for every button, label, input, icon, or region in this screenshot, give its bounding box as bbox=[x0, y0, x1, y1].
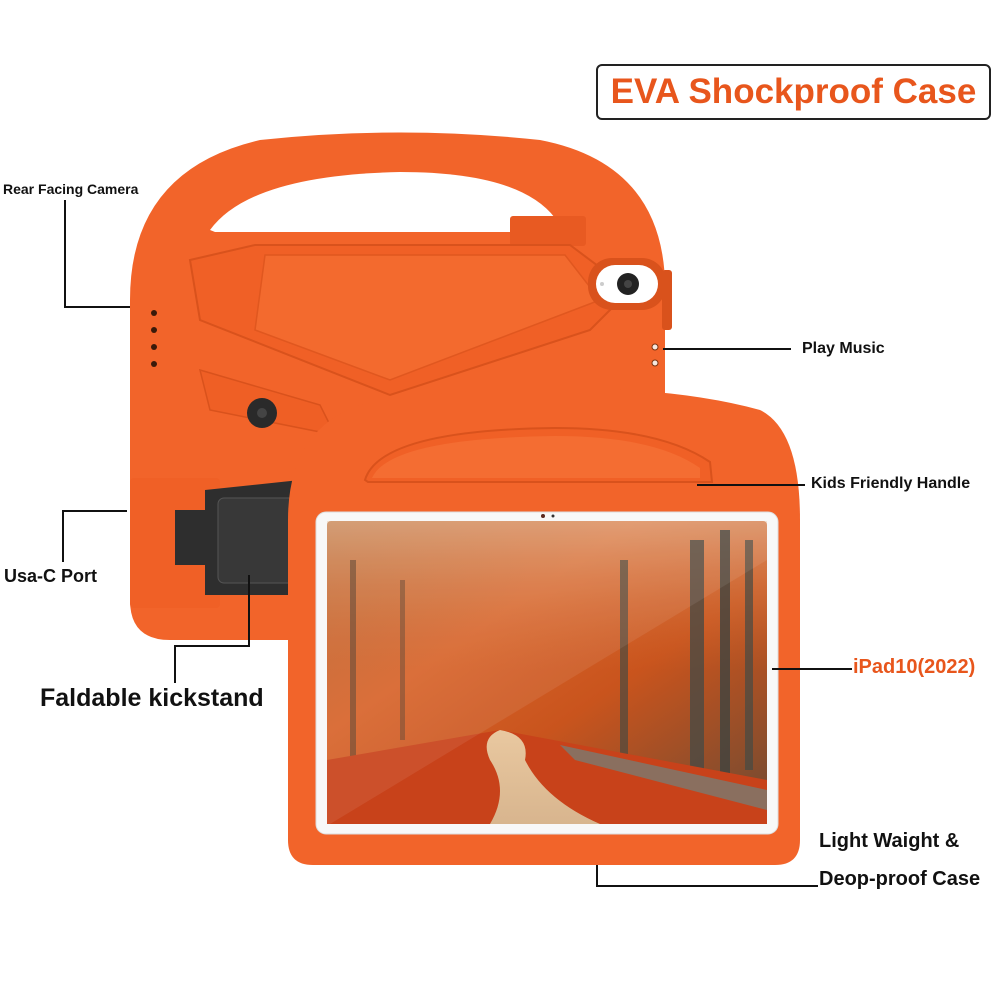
tablet-screen bbox=[327, 521, 767, 824]
callout-line-rear-camera-h bbox=[64, 306, 130, 308]
callout-line-light-weight-v bbox=[596, 865, 598, 887]
callout-line-kickstand-v2 bbox=[174, 645, 176, 683]
callout-line-usb-v bbox=[62, 510, 64, 562]
kickstand-knob bbox=[247, 398, 277, 428]
callout-line-play-music bbox=[663, 348, 791, 350]
case-front-view-with-tablet bbox=[288, 388, 800, 865]
callout-line-kickstand-v1 bbox=[248, 575, 250, 647]
callout-rear-camera: Rear Facing Camera bbox=[3, 181, 139, 197]
callout-kickstand: Faldable kickstand bbox=[40, 684, 264, 712]
callout-light-weight-line2: Deop-proof Case bbox=[819, 868, 981, 890]
callout-line-rear-camera-v bbox=[64, 200, 66, 308]
title-banner: EVA Shockproof Case bbox=[596, 64, 991, 120]
callout-line-kickstand-h bbox=[174, 645, 250, 647]
callout-line-device bbox=[772, 668, 852, 670]
callout-play-music: Play Music bbox=[802, 340, 885, 357]
callout-usb-port: Usa-C Port bbox=[4, 566, 98, 586]
callout-line-kids-handle bbox=[697, 484, 805, 486]
callout-line-light-weight-h bbox=[596, 885, 818, 887]
kickstand bbox=[130, 478, 300, 608]
callout-line-usb-h bbox=[62, 510, 127, 512]
callout-light-weight-line1: Light Waight & bbox=[819, 830, 960, 852]
callout-kids-handle: Kids Friendly Handle bbox=[811, 475, 971, 492]
page-title: EVA Shockproof Case bbox=[610, 72, 977, 111]
callout-device-model: iPad10(2022) bbox=[853, 656, 976, 678]
speaker-holes bbox=[151, 310, 157, 367]
rear-camera bbox=[588, 258, 666, 310]
volume-holes bbox=[651, 343, 659, 367]
case-back-view bbox=[130, 132, 672, 640]
